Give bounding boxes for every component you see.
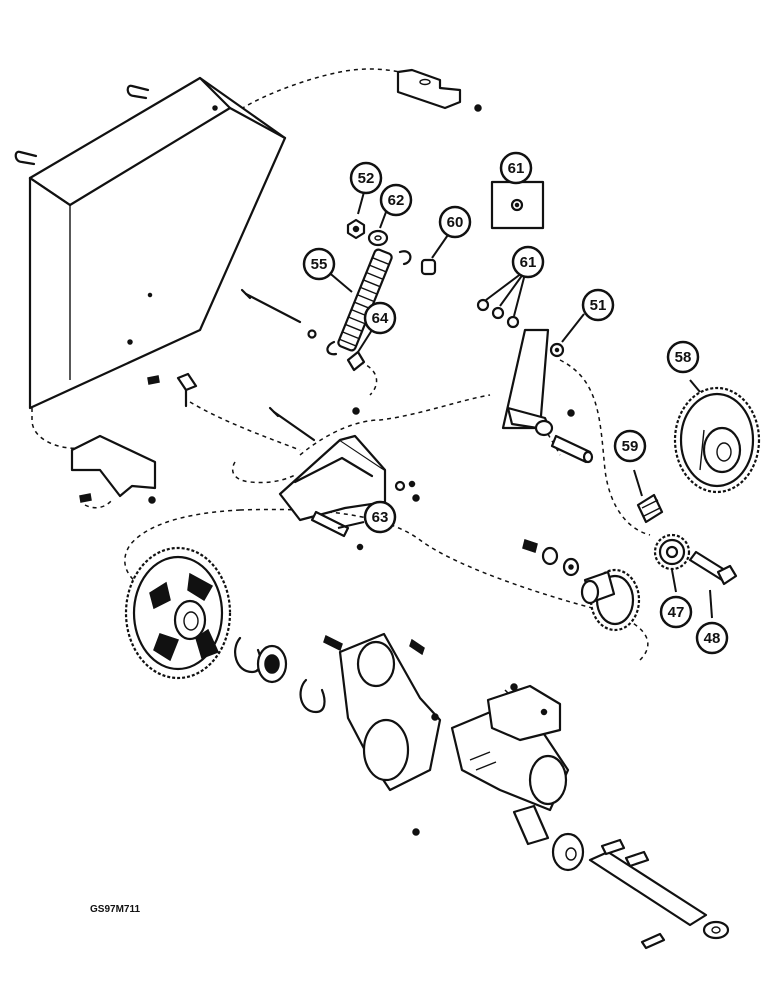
bolt-mid	[268, 406, 316, 442]
bolt-48	[688, 550, 738, 586]
washer-51	[549, 342, 565, 358]
svg-text:52: 52	[358, 170, 375, 187]
starter-adapter-housing	[323, 632, 442, 836]
callout-64[interactable]: 64	[363, 301, 397, 335]
callout-52[interactable]: 52	[349, 161, 383, 195]
clip-bracket	[147, 372, 198, 408]
svg-text:48: 48	[704, 630, 721, 647]
spring-55	[326, 248, 412, 356]
nut-52	[346, 218, 366, 240]
pivot-pin	[550, 434, 594, 464]
drive-shaft	[512, 804, 730, 950]
callout-61-washers[interactable]: 61	[511, 245, 545, 279]
starter-motor	[450, 683, 570, 812]
chain-59	[636, 493, 664, 524]
svg-text:55: 55	[311, 256, 328, 273]
washers-61	[476, 298, 520, 329]
flywheel-ring-gear	[124, 546, 232, 680]
spacer-62	[367, 229, 389, 247]
callout-62[interactable]: 62	[379, 183, 413, 217]
svg-text:60: 60	[447, 214, 464, 231]
lower-bracket	[70, 434, 157, 504]
hair-pin-clips	[14, 84, 150, 166]
callout-59[interactable]: 59	[613, 429, 647, 463]
bearing-and-snaprings	[234, 636, 326, 714]
callout-58[interactable]: 58	[666, 340, 700, 374]
drawing-reference-code: GS97M711	[90, 904, 140, 915]
large-sprocket-58	[673, 386, 761, 494]
svg-text:63: 63	[372, 509, 389, 526]
long-bolt-upper	[240, 288, 317, 339]
svg-text:61: 61	[520, 254, 537, 271]
shield-panel	[28, 76, 287, 410]
sprocket-hardware	[522, 539, 580, 577]
callout-61-top[interactable]: 61	[499, 151, 533, 185]
pin-63	[310, 510, 364, 551]
svg-text:59: 59	[622, 438, 639, 455]
callout-60[interactable]: 60	[438, 205, 472, 239]
svg-text:47: 47	[668, 604, 685, 621]
svg-text:64: 64	[372, 310, 389, 327]
svg-text:51: 51	[590, 297, 607, 314]
callout-51[interactable]: 51	[581, 288, 615, 322]
idler-arm	[501, 328, 575, 437]
mounting-bracket	[278, 407, 420, 522]
wear-plate-61	[490, 180, 545, 230]
callout-48[interactable]: 48	[695, 621, 729, 655]
drive-sprocket	[580, 568, 641, 632]
bushing-60	[420, 258, 437, 276]
upper-bracket	[396, 68, 482, 112]
small-sprocket-47	[653, 533, 691, 571]
callout-55[interactable]: 55	[302, 247, 336, 281]
callout-63[interactable]: 63	[363, 500, 397, 534]
callout-47[interactable]: 47	[659, 595, 693, 629]
svg-text:61: 61	[508, 160, 525, 177]
svg-text:58: 58	[675, 349, 692, 366]
svg-text:62: 62	[388, 192, 405, 209]
pin-64	[346, 350, 366, 372]
